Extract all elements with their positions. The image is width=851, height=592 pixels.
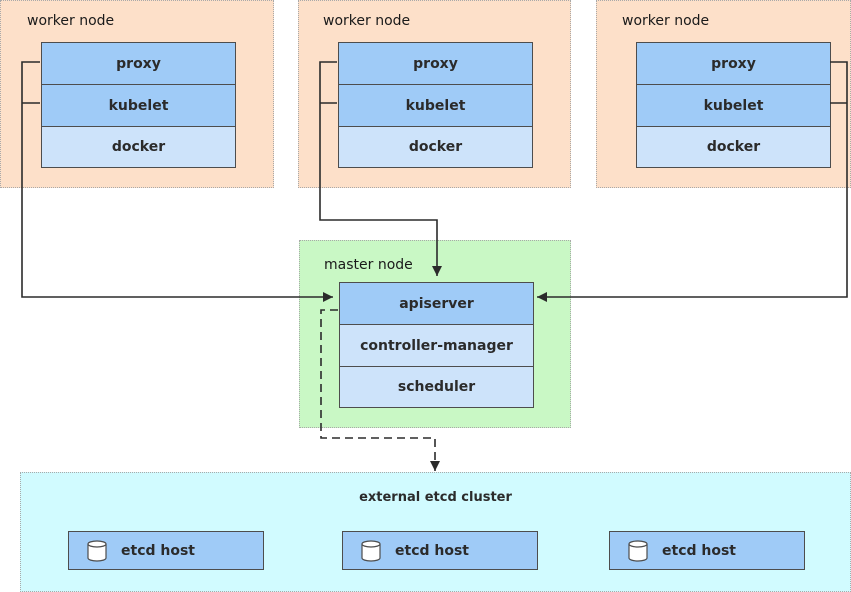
database-icon bbox=[361, 539, 381, 562]
master-component-stack: apiserver controller-manager scheduler bbox=[339, 282, 534, 408]
worker-node-title: worker node bbox=[323, 13, 411, 29]
database-icon bbox=[628, 539, 648, 562]
etcd-host-label: etcd host bbox=[662, 542, 736, 559]
etcd-host-3: etcd host bbox=[609, 531, 805, 570]
master-node: master node apiserver controller-manager… bbox=[299, 240, 571, 428]
worker-node-title: worker node bbox=[622, 13, 710, 29]
etcd-host-label: etcd host bbox=[121, 542, 195, 559]
master-node-title: master node bbox=[324, 257, 413, 273]
etcd-cluster-title: external etcd cluster bbox=[359, 490, 512, 505]
proxy-component: proxy bbox=[339, 43, 532, 85]
docker-component: docker bbox=[42, 127, 235, 167]
worker-node-2: worker node proxy kubelet docker bbox=[298, 0, 571, 188]
worker-node-1: worker node proxy kubelet docker bbox=[0, 0, 274, 188]
kubelet-component: kubelet bbox=[637, 85, 830, 127]
controller-manager-component: controller-manager bbox=[340, 325, 533, 367]
docker-component: docker bbox=[339, 127, 532, 167]
worker-node-title: worker node bbox=[27, 13, 115, 29]
database-icon bbox=[87, 539, 107, 562]
scheduler-component: scheduler bbox=[340, 367, 533, 407]
worker-component-stack: proxy kubelet docker bbox=[41, 42, 236, 168]
worker-component-stack: proxy kubelet docker bbox=[338, 42, 533, 168]
proxy-component: proxy bbox=[42, 43, 235, 85]
kubelet-component: kubelet bbox=[339, 85, 532, 127]
worker-component-stack: proxy kubelet docker bbox=[636, 42, 831, 168]
kubelet-component: kubelet bbox=[42, 85, 235, 127]
etcd-host-2: etcd host bbox=[342, 531, 538, 570]
etcd-host-1: etcd host bbox=[68, 531, 264, 570]
external-etcd-cluster: external etcd cluster etcd host etcd hos… bbox=[20, 472, 851, 592]
docker-component: docker bbox=[637, 127, 830, 167]
apiserver-component: apiserver bbox=[340, 283, 533, 325]
proxy-component: proxy bbox=[637, 43, 830, 85]
etcd-host-label: etcd host bbox=[395, 542, 469, 559]
worker-node-3: worker node proxy kubelet docker bbox=[596, 0, 851, 188]
